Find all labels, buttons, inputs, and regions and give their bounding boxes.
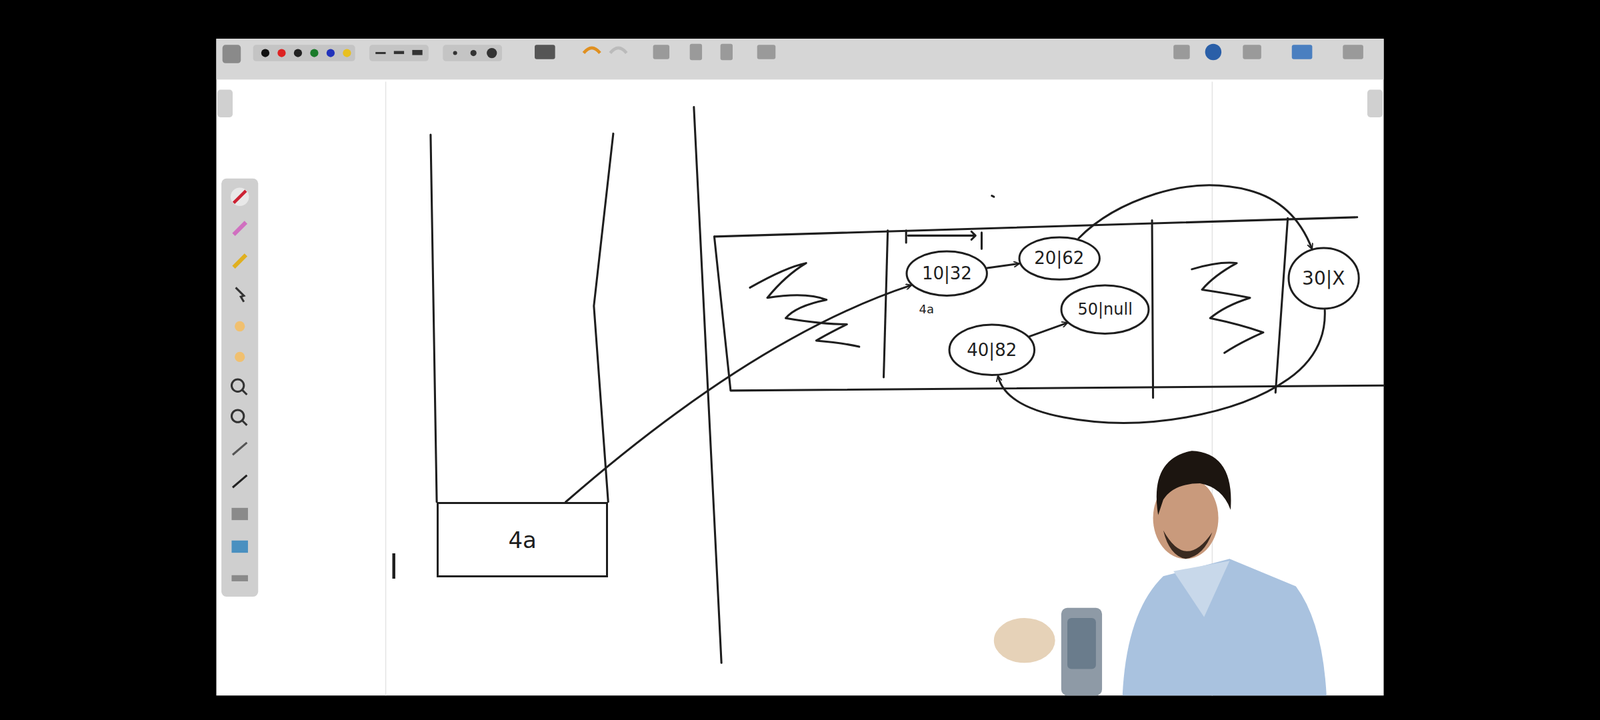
whiteboard-ground: [216, 38, 1384, 696]
list-node: 10|32: [905, 250, 988, 297]
circle-outline: [949, 324, 1035, 376]
heap-divider: [884, 230, 888, 378]
heap-band: [714, 236, 1384, 391]
variable-name: l: [389, 548, 399, 587]
stack-cell: 4a: [436, 502, 608, 578]
presenter-webcam: [994, 450, 1327, 696]
circle-outline: [906, 251, 987, 296]
pointer-arrow: [1078, 185, 1312, 249]
list-node: 20|62: [1018, 236, 1101, 281]
list-node: 40|82: [948, 323, 1036, 377]
address-note: 4a: [919, 302, 934, 316]
heap-band: [714, 217, 1357, 237]
scroll-handle: [217, 90, 233, 118]
node-text: 20|62: [1034, 248, 1084, 268]
side-toolbar-icons: [230, 187, 250, 581]
dot-mark: [992, 196, 994, 198]
node-text: 40|82: [966, 340, 1017, 360]
list-node: 30|X: [1287, 246, 1360, 310]
scroll-handle: [1367, 90, 1383, 118]
circle-outline: [1288, 248, 1359, 309]
scribble: [1192, 262, 1264, 353]
pointer-arrow: [566, 285, 912, 502]
heap-divider: [1152, 220, 1154, 398]
heap-divider: [1275, 218, 1288, 393]
scribble: [750, 263, 860, 347]
page-guide: [385, 81, 387, 696]
node-text: 50|null: [1077, 300, 1132, 319]
node-text: 30|X: [1302, 267, 1345, 290]
pointer-arrow: [998, 310, 1325, 423]
side-toolbar: [221, 178, 258, 597]
pointer-arrow: [1029, 322, 1067, 336]
list-node: 50|null: [1060, 284, 1150, 336]
node-text: 4a: [508, 526, 536, 554]
stack-wall: [430, 134, 437, 502]
circle-outline: [1061, 284, 1149, 334]
node-text: 10|32: [922, 263, 972, 284]
circle-outline: [1019, 237, 1100, 280]
pointer-arrow: [987, 264, 1020, 269]
top-toolbar: [216, 38, 1384, 80]
stack-wall: [594, 133, 614, 502]
tick-mark: [906, 230, 982, 250]
toolbar-icons: [222, 44, 1364, 64]
